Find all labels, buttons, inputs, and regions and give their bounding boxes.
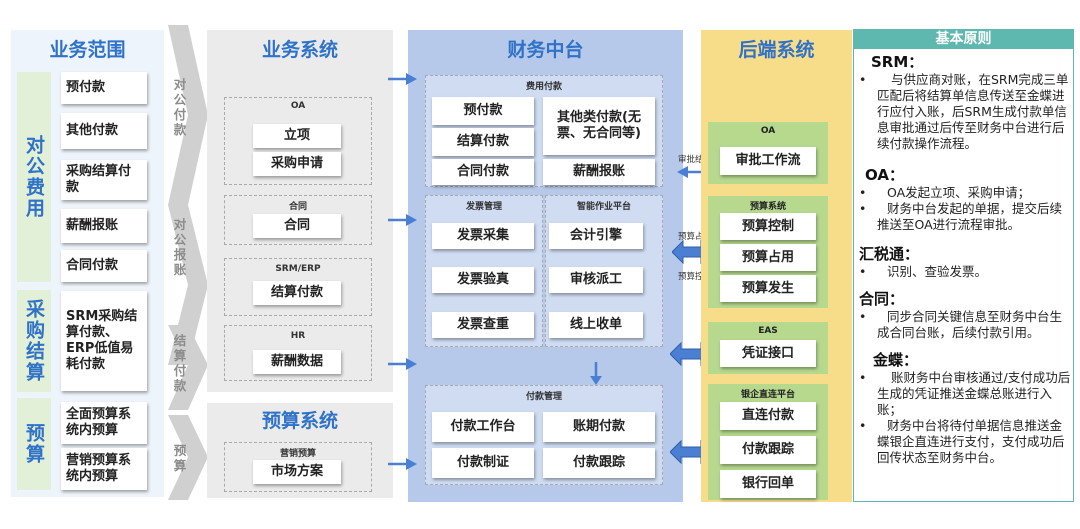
backend-bank-title: 银企直连平台 <box>740 390 795 400</box>
backend-oa-title: OA <box>760 126 776 136</box>
down-arrow-icon <box>590 362 602 385</box>
finance-expense-salary: 薪酬报账 <box>543 159 655 185</box>
backend-budget-incur: 预算发生 <box>720 275 816 302</box>
business-btn-market-plan: 市场方案 <box>253 460 341 484</box>
finance-invoice-collect: 发票采集 <box>432 223 534 249</box>
scope-item-purchase-settle: 采购结算付款 <box>61 160 147 200</box>
chevron-label-budget: 预算 <box>173 443 187 473</box>
principles-panel <box>853 29 1074 502</box>
finance-smart-receipt: 线上收单 <box>549 312 643 338</box>
principle-bullet: •同步合同关键信息至财务中台生成合同台账，后续付款引用。 <box>859 309 1063 340</box>
finance-expense-prepay: 预付款 <box>432 97 534 125</box>
finance-invoice-verify: 发票验真 <box>432 267 534 293</box>
principle-head: 合同： <box>859 290 905 308</box>
backend-bank-track: 付款跟踪 <box>720 436 816 464</box>
principle-kingdee: 金蝶： <box>873 349 1071 370</box>
business-section-hr: HR <box>224 325 372 381</box>
chevron-label-settle-pay: 结算付款 <box>173 333 187 393</box>
chevron-label-public-report: 对公报账 <box>173 217 187 277</box>
business-section-title: 合同 <box>288 202 307 212</box>
chevron-label-public-pay: 对公付款 <box>173 77 187 137</box>
business-section-contract: 合同 <box>224 195 372 245</box>
business-section-oa: OA <box>224 97 372 185</box>
finance-payment-voucher: 付款制证 <box>432 448 534 478</box>
backend-oa-workflow: 审批工作流 <box>720 147 816 175</box>
principle-head: SRM： <box>871 53 924 71</box>
scope-header: 业务范围 <box>49 39 126 61</box>
finance-invoice-dedupe: 发票查重 <box>432 312 534 338</box>
principle-head: 汇税通： <box>859 245 920 263</box>
principle-contract: 合同： <box>859 288 1071 309</box>
scope-item-marketing-budget: 营销预算系统内预算 <box>61 448 147 490</box>
finance-header: 财务中台 <box>507 39 584 61</box>
right-arrow-icon <box>388 73 417 85</box>
scope-group-label-procurement: 采购结算 <box>17 290 51 392</box>
scope-item-salary: 薪酬报账 <box>61 209 147 243</box>
finance-invoice-title: 发票管理 <box>465 202 502 212</box>
backend-bank-receipt: 银行回单 <box>720 470 816 498</box>
principle-bullet: •识别、查验发票。 <box>859 264 988 279</box>
connector-label-budget-occupy: 预算占用 <box>677 232 712 242</box>
finance-expense-contract: 合同付款 <box>432 159 534 185</box>
business-btn-salary-data: 薪酬数据 <box>253 350 341 374</box>
principle-head: 金蝶： <box>873 351 919 369</box>
backend-bank-direct-pay: 直连付款 <box>720 402 816 430</box>
business-section-marketing-budget: 营销预算 <box>224 442 372 492</box>
finance-smart-dispatch: 审核派工 <box>549 267 643 293</box>
business-section-title: 营销预算 <box>279 449 316 459</box>
finance-payment-term: 账期付款 <box>543 412 655 442</box>
backend-budget-control: 预算控制 <box>720 213 816 240</box>
finance-expense-settle: 结算付款 <box>432 128 534 156</box>
backend-eas-voucher: 凭证接口 <box>720 340 816 367</box>
business-section-title: OA <box>290 101 306 111</box>
business-btn-settle-pay: 结算付款 <box>253 281 341 305</box>
scope-group-label-public: 对公费用 <box>17 72 51 282</box>
backend-header: 后端系统 <box>738 39 815 61</box>
business-header: 业务系统 <box>261 39 338 61</box>
connector-label-budget-control: 预算控制 <box>677 272 712 282</box>
connector-label-approval-result: 审批结果 <box>677 155 712 165</box>
business-column <box>207 30 393 392</box>
business-section-title: SRM/ERP <box>275 264 321 274</box>
scope-item-contract: 合同付款 <box>61 250 147 282</box>
scope-item-total-budget: 全面预算系统内预算 <box>61 402 147 444</box>
business-btn-purchase-request: 采购申请 <box>253 152 341 176</box>
business-section-title: HR <box>290 331 306 341</box>
finance-expense-other: 其他类付款(无票、无合同等) <box>543 97 655 155</box>
principle-head: OA： <box>865 166 904 184</box>
finance-smart-engine: 会计引擎 <box>549 223 643 249</box>
scope-group-label-budget: 预算 <box>17 398 51 490</box>
business-btn-contract: 合同 <box>253 214 341 238</box>
backend-eas-title: EAS <box>758 326 778 336</box>
principle-srm: SRM： <box>871 51 1071 72</box>
finance-payment-workbench: 付款工作台 <box>432 412 534 442</box>
principles-body: SRM： •与供应商对账，在SRM完成三单匹配后将结算单信息传送至金蝶进行应付入… <box>859 51 1071 466</box>
principle-bullet: •账财务中台审核通过/支付成功后生成的凭证推送金蝶总账进行入账； <box>859 370 1071 417</box>
scope-item-srm-erp: SRM采购结算付款、ERP低值易耗付款 <box>61 291 147 391</box>
budget-system-header: 预算系统 <box>261 410 338 432</box>
principle-bullet: •OA发起立项、采购申请； <box>859 185 1031 200</box>
right-arrow-icon <box>388 458 417 470</box>
chevron-arrow-icon <box>168 25 208 500</box>
scope-item-other: 其他付款 <box>61 113 147 149</box>
scope-item-prepay: 预付款 <box>61 72 147 104</box>
backend-budget-title: 预算系统 <box>749 202 786 212</box>
right-arrow-icon <box>388 358 417 370</box>
business-section-srm-erp: SRM/ERP <box>224 258 372 316</box>
finance-payment-title: 付款管理 <box>525 392 562 402</box>
finance-expense-title: 费用付款 <box>525 82 562 92</box>
principle-oa: OA： <box>865 164 1071 185</box>
right-arrow-icon <box>388 214 417 226</box>
backend-budget-occupy: 预算占用 <box>720 244 816 271</box>
principle-tax: 汇税通： <box>859 243 1071 264</box>
business-btn-project: 立项 <box>253 124 341 148</box>
principle-bullet: •与供应商对账，在SRM完成三单匹配后将结算单信息传送至金蝶进行应付入账，后SR… <box>859 72 1069 151</box>
finance-payment-track: 付款跟踪 <box>543 448 655 478</box>
principles-header: 基本原则 <box>853 29 1074 49</box>
finance-smart-title: 智能作业平台 <box>576 202 631 212</box>
principle-bullet: •财务中台将待付单据信息推送金蝶银企直连进行支付，支付成功后回传状态至财务中台。 <box>859 418 1065 465</box>
principle-bullet: •财务中台发起的单据，提交后续推送至OA进行流程审批。 <box>859 201 1063 232</box>
